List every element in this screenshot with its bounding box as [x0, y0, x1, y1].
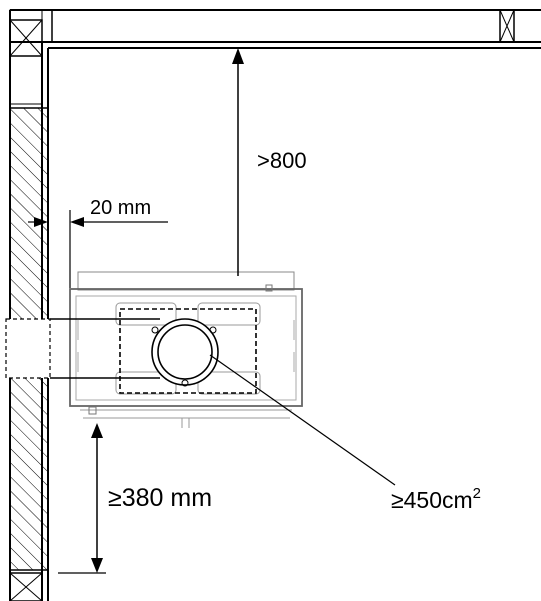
clearance-top-dimension — [232, 48, 244, 276]
vent-area-value: ≥450cm — [391, 487, 473, 513]
vent-area-exponent: 2 — [472, 485, 482, 502]
vent-duct-lines — [50, 318, 160, 379]
flue-collar — [151, 318, 219, 387]
corner-post — [9, 9, 43, 105]
top-wall-post — [499, 9, 515, 43]
vent-area-label: ≥450cm2 — [391, 486, 481, 512]
bottom-wall-post — [9, 572, 43, 601]
wall-gap-label: 20 mm — [90, 197, 152, 219]
clearance-top-label: >800 — [257, 148, 307, 173]
air-inlet-duct-outline — [119, 308, 257, 394]
wall-gap-dimension — [28, 210, 168, 288]
clearance-bottom-dimension — [58, 423, 106, 574]
vent-area-leader — [209, 354, 396, 486]
top-wall — [10, 9, 541, 49]
wall-vent-opening — [5, 318, 51, 379]
clearance-bottom-label: ≥380 mm — [108, 484, 213, 512]
